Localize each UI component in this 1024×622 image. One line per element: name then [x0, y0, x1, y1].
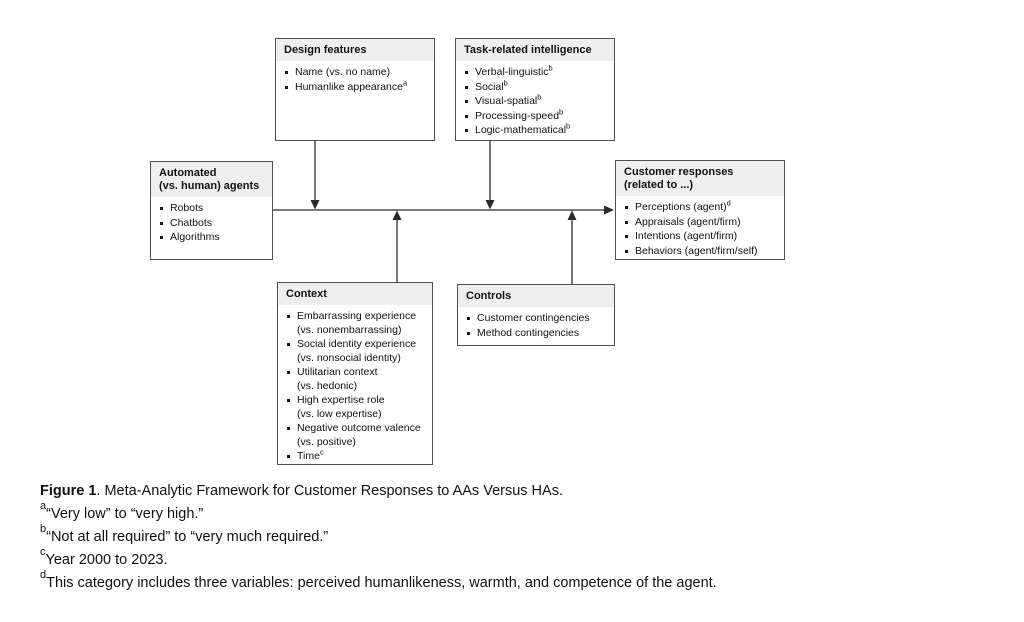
- list-item: Socialb: [464, 79, 606, 95]
- box-automated-agents: Automated (vs. human) agents Robots Chat…: [150, 161, 273, 260]
- footnote: cYear 2000 to 2023.: [40, 546, 168, 568]
- box-controls-items: Customer contingencies Method contingenc…: [458, 307, 614, 347]
- footnote: a“Very low” to “very high.”: [40, 500, 204, 522]
- list-item: Perceptions (agent)d: [624, 199, 776, 215]
- list-item: Robots: [159, 202, 264, 216]
- list-item: Timec: [286, 448, 424, 464]
- list-item: Processing-speedb: [464, 108, 606, 124]
- task-intelligence-moderator-arrow: [485, 141, 495, 210]
- box-customer-responses-title: Customer responses (related to ...): [616, 161, 784, 196]
- controls-moderator-arrow: [567, 210, 577, 284]
- box-automated-agents-items: Robots Chatbots Algorithms: [151, 197, 272, 252]
- context-moderator-arrow: [392, 210, 402, 282]
- list-item: Name (vs. no name): [284, 66, 426, 80]
- box-controls: Controls Customer contingencies Method c…: [457, 284, 615, 346]
- footnote: b“Not at all required” to “very much req…: [40, 523, 329, 545]
- figure-footnotes: a“Very low” to “very high.” b“Not at all…: [40, 500, 990, 595]
- box-task-related-intelligence: Task-related intelligence Verbal-linguis…: [455, 38, 615, 141]
- box-design-features-title: Design features: [276, 39, 434, 61]
- list-item: Logic-mathematicalb: [464, 122, 606, 138]
- list-item: Behaviors (agent/firm/self): [624, 245, 776, 259]
- list-item: Intentions (agent/firm): [624, 230, 776, 244]
- box-context: Context Embarrassing experience (vs. non…: [277, 282, 433, 465]
- design-features-moderator-arrow: [310, 141, 320, 210]
- list-item: Verbal-linguisticb: [464, 64, 606, 80]
- figure-caption: Figure 1. Meta-Analytic Framework for Cu…: [40, 480, 990, 503]
- box-design-features-items: Name (vs. no name) Humanlike appearancea: [276, 61, 434, 101]
- list-item: Humanlike appearancea: [284, 79, 426, 95]
- box-design-features: Design features Name (vs. no name) Human…: [275, 38, 435, 141]
- box-task-related-intelligence-title: Task-related intelligence: [456, 39, 614, 61]
- box-context-title: Context: [278, 283, 432, 305]
- box-task-related-intelligence-items: Verbal-linguisticb Socialb Visual-spatia…: [456, 61, 614, 145]
- list-item: Embarrassing experience (vs. nonembarras…: [286, 310, 424, 337]
- box-automated-agents-title: Automated (vs. human) agents: [151, 162, 272, 197]
- box-controls-title: Controls: [458, 285, 614, 307]
- list-item: Negative outcome valence (vs. positive): [286, 422, 424, 449]
- list-item: High expertise role (vs. low expertise): [286, 394, 424, 421]
- list-item: Utilitarian context (vs. hedonic): [286, 366, 424, 393]
- list-item: Appraisals (agent/firm): [624, 216, 776, 230]
- figure-caption-text: . Meta-Analytic Framework for Customer R…: [96, 483, 563, 499]
- list-item: Chatbots: [159, 217, 264, 231]
- box-context-items: Embarrassing experience (vs. nonembarras…: [278, 305, 432, 471]
- list-item: Visual-spatialb: [464, 93, 606, 109]
- figure-caption-block: Figure 1. Meta-Analytic Framework for Cu…: [40, 480, 990, 595]
- figure-label: Figure 1: [40, 483, 97, 499]
- list-item: Social identity experience (vs. nonsocia…: [286, 338, 424, 365]
- list-item: Method contingencies: [466, 327, 606, 341]
- list-item: Customer contingencies: [466, 312, 606, 326]
- list-item: Algorithms: [159, 231, 264, 245]
- box-customer-responses: Customer responses (related to ...) Perc…: [615, 160, 785, 260]
- main-effect-arrow: [273, 205, 614, 215]
- box-customer-responses-items: Perceptions (agent)d Appraisals (agent/f…: [616, 196, 784, 265]
- footnote: dThis category includes three variables:…: [40, 569, 717, 591]
